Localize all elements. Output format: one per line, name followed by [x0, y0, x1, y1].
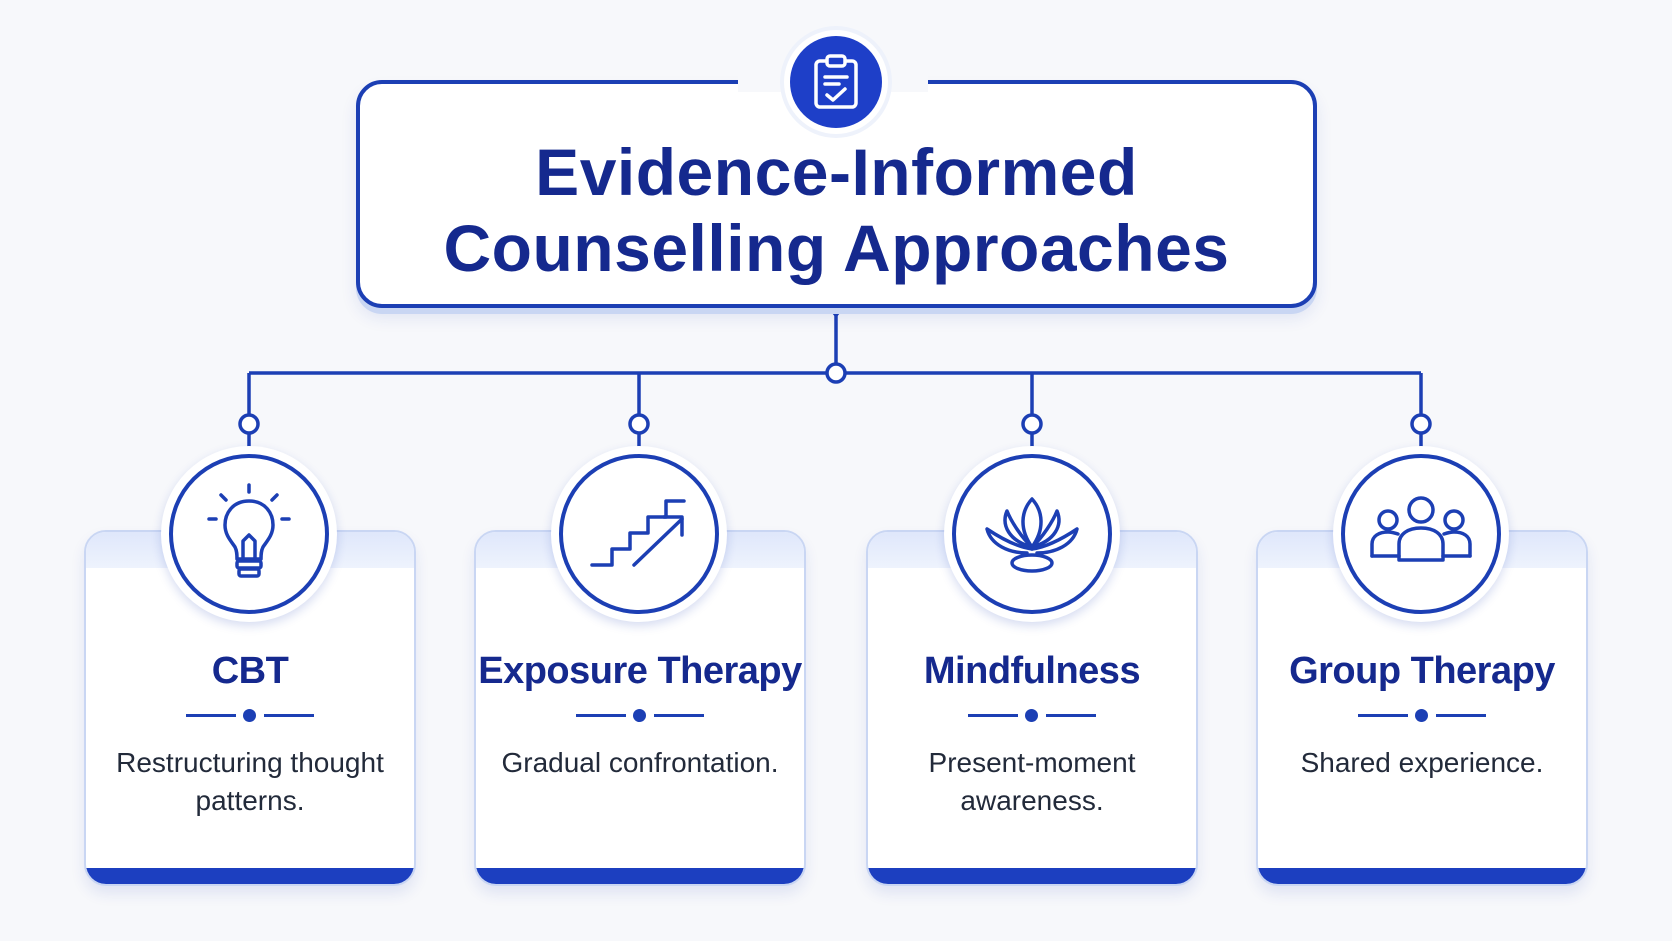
- node-group: [1410, 413, 1432, 435]
- card-title: Group Therapy: [1289, 650, 1555, 692]
- card-divider: [576, 709, 704, 722]
- card-description: Restructuring thought patterns.: [116, 747, 384, 816]
- title-line-1: Evidence-Informed: [535, 135, 1138, 209]
- card-divider: [186, 709, 314, 722]
- stairs-arrow-icon: [590, 499, 686, 567]
- card-divider: [1358, 709, 1486, 722]
- node-cbt: [238, 413, 260, 435]
- lotus-icon: [985, 497, 1079, 573]
- lightbulb-icon: [207, 483, 291, 578]
- junction-node: [825, 362, 847, 384]
- card-title: Exposure Therapy: [478, 650, 802, 692]
- node-exposure: [628, 413, 650, 435]
- node-mindfulness: [1021, 413, 1043, 435]
- card-description: Shared experience.: [1300, 747, 1544, 778]
- icon-circle-exposure: [551, 446, 727, 622]
- card-title: Mindfulness: [923, 650, 1141, 692]
- group-people-icon: [1370, 496, 1472, 562]
- title-line-2: Counselling Approaches: [443, 211, 1230, 285]
- card-description: Present-moment awareness.: [928, 747, 1136, 816]
- card-description: Gradual confrontation.: [501, 747, 779, 778]
- page-title: Evidence-Informed Counselling Approaches: [360, 134, 1313, 286]
- icon-circle-group: [1333, 446, 1509, 622]
- icon-circle-mindfulness: [944, 446, 1120, 622]
- card-title: CBT: [211, 650, 289, 692]
- clipboard-check-icon: [814, 54, 858, 109]
- card-divider: [968, 709, 1096, 722]
- icon-circle-cbt: [161, 446, 337, 622]
- title-icon-badge: [784, 30, 888, 134]
